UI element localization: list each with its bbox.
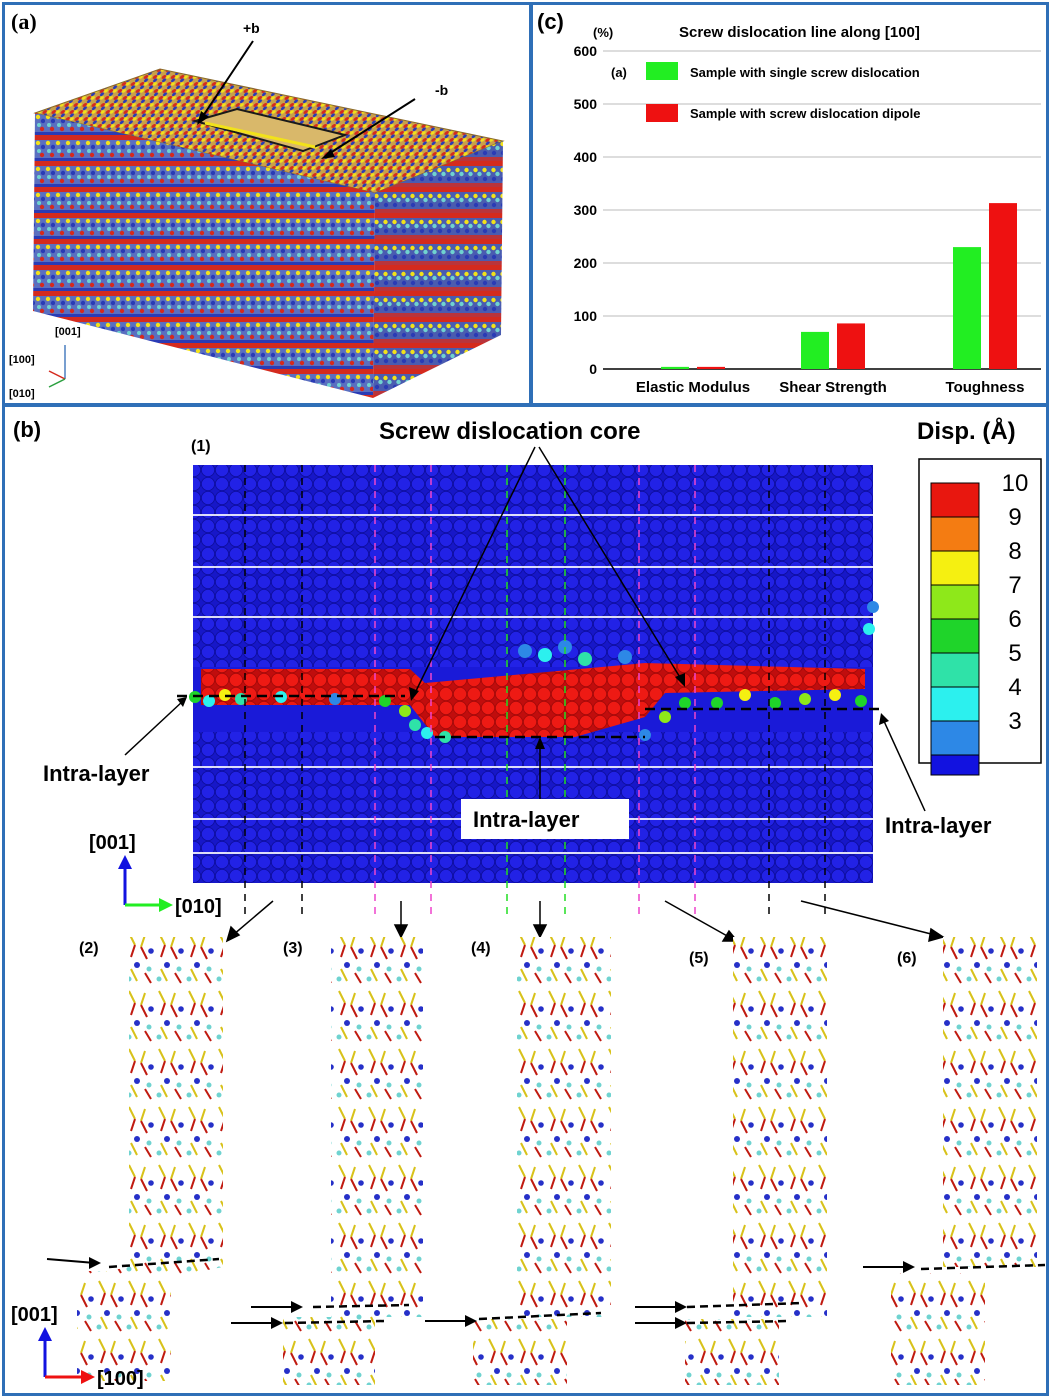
dislocation-dipole-loop (191, 107, 349, 153)
sub-4-label: (4) (471, 940, 491, 957)
colorbar-swatch-min (930, 754, 980, 776)
colorbar-value: 7 (1008, 572, 1021, 599)
axis-100-b2: [100] (97, 1368, 144, 1390)
y-tick-label: 400 (574, 149, 598, 165)
colorbar-value: 5 (1008, 640, 1021, 667)
intra-layer-center: Intra-layer (473, 807, 580, 832)
sub-1-label: (1) (191, 438, 211, 455)
colorbar-swatch (930, 550, 980, 586)
colorbar-swatch (930, 584, 980, 620)
intra-layer-right: Intra-layer (885, 813, 992, 838)
colorbar-value: 3 (1008, 708, 1021, 735)
chart-title: Screw dislocation line along [100] (679, 24, 920, 41)
axis-100-label: [100] (9, 354, 35, 366)
axis-triad-b2: [001] [100] (11, 1304, 144, 1390)
plus-b-arrow (200, 40, 254, 120)
colorbar-swatch (930, 618, 980, 654)
x-category-label: Shear Strength (779, 379, 887, 396)
chart-y-ticks: 0 100 200 300 400 500 600 (574, 43, 598, 377)
panel-b-frame (2, 404, 1049, 1396)
core-arrow-right (538, 446, 682, 680)
bar-single-0 (661, 366, 689, 369)
colorbar: 10 9 8 7 6 5 4 3 (930, 470, 1029, 776)
bar-dipole-1 (837, 323, 865, 369)
colorbar-value: 9 (1008, 504, 1021, 531)
bar-single-1 (801, 331, 829, 369)
sub-3-label: (3) (283, 940, 303, 957)
panel-b-label: (b) (13, 417, 41, 442)
y-tick-label: 300 (574, 202, 598, 218)
transition-atoms (189, 601, 879, 743)
chart-inner-label: (a) (611, 65, 627, 80)
panel-a-label: (a) (11, 9, 37, 34)
core-arrow-left (414, 446, 536, 694)
legend-label-single: Sample with single screw dislocation (690, 65, 920, 80)
chart-legend: Sample with single screw dislocation Sam… (646, 62, 920, 122)
disp-title: Disp. (Å) (917, 417, 1016, 445)
axis-001-b1: [001] (89, 832, 136, 854)
legend-label-dipole: Sample with screw dislocation dipole (690, 106, 920, 121)
subpanel-5 (635, 937, 827, 1385)
sub-5-label: (5) (689, 950, 709, 967)
axis-010-b1: [010] (175, 896, 222, 918)
axis-001-label: [001] (55, 326, 81, 338)
colorbar-swatch (930, 482, 980, 518)
axis-triad-b1: [001] [010] (89, 832, 222, 918)
slipped-layer (201, 663, 865, 737)
subpanel-3 (231, 937, 423, 1385)
section-arrows (225, 900, 945, 943)
x-category-label: Elastic Modulus (636, 379, 750, 396)
y-tick-label: 200 (574, 255, 598, 271)
intra-layer-center-box (461, 799, 629, 839)
subpanel-2 (46, 937, 223, 1381)
intra-layer-left: Intra-layer (43, 761, 150, 786)
colorbar-value: 6 (1008, 606, 1021, 633)
sub-2-label: (2) (79, 940, 99, 957)
chart-bars (661, 203, 1017, 369)
y-tick-label: 500 (574, 96, 598, 112)
axis-triad-a: [001] [100] [010] (9, 326, 81, 400)
panel-a: (a) +b -b [001] [100] [010] (9, 9, 505, 400)
bar-dipole-0 (697, 366, 725, 369)
y-tick-label: 100 (574, 308, 598, 324)
colorbar-value: 10 (1002, 470, 1029, 497)
minus-b-arrow (326, 98, 416, 156)
colorbar-swatch (930, 516, 980, 552)
subpanel-4 (425, 937, 611, 1385)
x-category-label: Toughness (946, 379, 1025, 396)
crystal-front-face (33, 113, 375, 398)
legend-swatch-single (646, 62, 678, 80)
colorbar-swatch (930, 720, 980, 756)
axis-001-b2: [001] (11, 1304, 58, 1326)
colorbar-value: 4 (1008, 674, 1021, 701)
minus-b-label: -b (435, 82, 448, 98)
chart-x-categories: Elastic Modulus Shear Strength Toughness (636, 379, 1025, 396)
crystal-right-face (373, 141, 503, 398)
plus-b-label: +b (243, 20, 260, 36)
colorbar-value: 8 (1008, 538, 1021, 565)
panel-b: (b) (1) (11, 417, 1046, 1390)
core-label: Screw dislocation core (379, 418, 640, 445)
bar-single-2 (953, 247, 981, 369)
colorbar-swatch (930, 686, 980, 722)
subpanel-6 (863, 937, 1046, 1385)
section-markers (244, 465, 826, 915)
axis-010-label: [010] (9, 388, 35, 400)
sub-6-label: (6) (897, 950, 917, 967)
legend-swatch-dipole (646, 104, 678, 122)
colorbar-swatch (930, 652, 980, 688)
panel-c-label: (c) (537, 9, 564, 34)
atom-slab (177, 465, 885, 883)
dislocation-core-line (204, 121, 316, 149)
chart-unit: (%) (593, 25, 613, 40)
panel-c-chart: (c) (%) Screw dislocation line along [10… (537, 9, 1041, 396)
y-tick-label: 600 (574, 43, 598, 59)
y-tick-label: 0 (589, 361, 597, 377)
bar-dipole-2 (989, 203, 1017, 369)
